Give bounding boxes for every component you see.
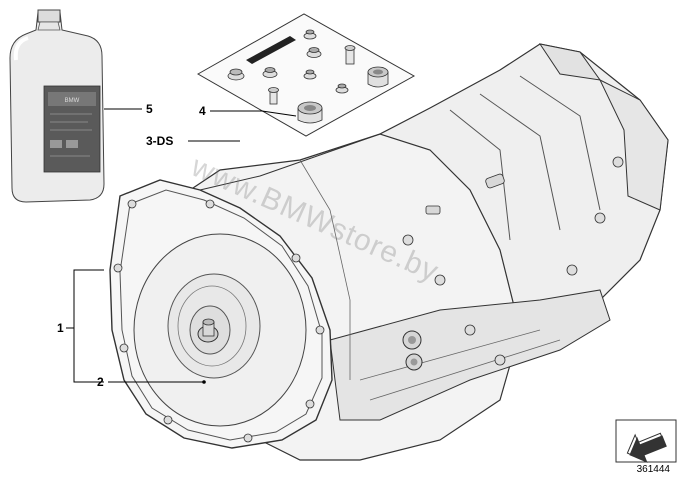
bell-housing-bolts	[113, 199, 325, 443]
kit-seal-2	[297, 101, 323, 124]
kit-plug-3	[303, 29, 317, 40]
kit-plug-1	[227, 68, 245, 81]
kit-plug-5	[303, 69, 317, 80]
kit-plug-4	[306, 47, 322, 58]
catalog-number: 361444	[636, 464, 670, 475]
oil-bottle-label: BMW	[65, 98, 80, 104]
oil-bottle[interactable]: BMW	[9, 9, 105, 203]
callout-1[interactable]: 1	[57, 321, 64, 335]
kit-bolt-1	[344, 45, 356, 65]
callout-3-ds[interactable]: 3-DS	[146, 134, 174, 148]
leader-dot	[202, 380, 206, 384]
kit-seal-1	[367, 66, 389, 88]
leader-lines	[66, 108, 297, 383]
callout-4[interactable]: 4	[199, 104, 206, 118]
callout-2[interactable]: 2	[97, 375, 104, 389]
parts-kit-card[interactable]	[196, 13, 416, 137]
torque-converter[interactable]	[133, 233, 307, 427]
callout-5[interactable]: 5	[146, 102, 153, 116]
automatic-transmission[interactable]	[109, 43, 669, 461]
kit-plug-6	[335, 83, 349, 94]
kit-bolt-2	[268, 87, 279, 105]
catalog-arrow-icon[interactable]	[615, 419, 677, 468]
kit-plug-2	[262, 67, 278, 78]
